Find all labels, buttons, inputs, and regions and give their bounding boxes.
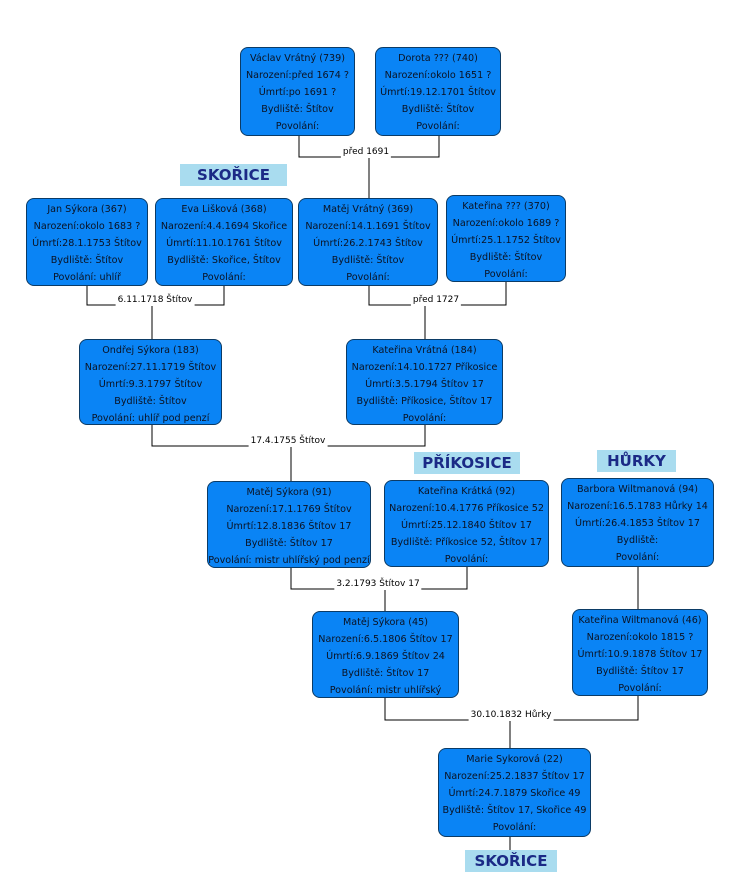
person-birth: Narození:10.4.1776 Příkosice 52 [389,503,544,514]
person-death: Úmrtí:25.12.1840 Štítov 17 [400,520,533,531]
person-birth: Narození:před 1674 ? [246,70,349,81]
person-box-eva-liskova[interactable]: Eva Lišková (368) Narození:4.4.1694 Skoř… [155,198,293,286]
person-name: Marie Sykorová (22) [466,754,563,765]
person-residence: Bydliště: Štítov [261,104,334,115]
person-box-marie-sykorova-22[interactable]: Marie Sykorová (22) Narození:25.2.1837 Š… [438,748,591,837]
person-death: Úmrtí:po 1691 ? [258,87,337,98]
person-occupation: Povolání: [615,552,660,563]
person-death: Úmrtí:24.7.1879 Skořice 49 [448,788,581,799]
person-box-dorota[interactable]: Dorota ??? (740) Narození:okolo 1651 ? Ú… [375,47,501,136]
person-occupation: Povolání: [346,272,390,283]
person-name: Kateřina ??? (370) [462,201,550,212]
person-box-matej-vratny-369[interactable]: Matěj Vrátný (369) Narození:14.1.1691 Št… [298,198,438,286]
person-box-matej-sykora-91[interactable]: Matěj Sýkora (91) Narození:17.1.1769 Ští… [207,481,371,568]
person-occupation: Povolání: uhlíř pod penzí [91,413,210,424]
place-label-prikosice: PŘÍKOSICE [414,452,520,474]
person-occupation: Povolání: [275,121,320,132]
person-residence: Bydliště: Štítov [401,104,475,115]
person-name: Matěj Sýkora (91) [246,487,332,498]
person-birth: Narození:16.5.1783 Hůrky 14 [567,501,708,512]
person-birth: Narození:okolo 1689 ? [452,218,560,229]
person-name: Kateřina Krátká (92) [417,486,516,497]
person-residence: Bydliště: Štítov 17, Skořice 49 [442,805,587,816]
place-label-hurky: HŮRKY [597,450,676,472]
person-box-jan-sykora[interactable]: Jan Sýkora (367) Narození:okolo 1683 ? Ú… [26,198,148,286]
person-death: Úmrtí:19.12.1701 Štítov [380,87,496,98]
person-box-katerina-vratna-184[interactable]: Kateřina Vrátná (184) Narození:14.10.172… [346,339,503,425]
person-name: Eva Lišková (368) [181,204,267,215]
person-box-katerina-370[interactable]: Kateřina ??? (370) Narození:okolo 1689 ?… [446,195,566,282]
person-box-katerina-kratka-92[interactable]: Kateřina Krátká (92) Narození:10.4.1776 … [384,480,549,567]
person-residence: Bydliště: Skořice, Štítov [167,255,281,266]
person-death: Úmrtí:26.2.1743 Štítov [313,238,423,249]
person-residence: Bydliště: Štítov [331,255,405,266]
person-name: Matěj Vrátný (369) [322,204,414,215]
person-birth: Narození:27.11.1719 Štítov [84,362,217,373]
person-death: Úmrtí:12.8.1836 Štítov 17 [226,521,352,532]
person-birth: Narození:okolo 1651 ? [384,70,492,81]
person-death: Úmrtí:9.3.1797 Štítov [98,379,203,390]
person-occupation: Povolání: [618,683,662,694]
marriage-label-m2: 6.11.1718 Štítov [115,295,195,306]
marriage-label-m4: 17.4.1755 Štítov [248,436,328,447]
person-name: Kateřina Wiltmanová (46) [578,615,702,626]
person-birth: Narození:14.10.1727 Příkosice [351,362,498,373]
person-residence: Bydliště: Štítov 17 [341,668,430,679]
person-occupation: Povolání: [484,269,528,280]
person-name: Ondřej Sýkora (183) [102,345,199,356]
person-name: Dorota ??? (740) [398,53,478,64]
person-residence: Bydliště: Štítov [50,255,124,266]
person-occupation: Povolání: [202,272,246,283]
person-birth: Narození:okolo 1683 ? [33,221,141,232]
marriage-label-m3: před 1727 [410,295,462,306]
place-label-skorice-bottom: SKOŘICE [465,850,557,872]
person-death: Úmrtí:28.1.1753 Štítov [32,238,142,249]
marriage-label-m5: 3.2.1793 Štítov 17 [334,579,422,590]
person-occupation: Povolání: uhlíř [53,272,121,283]
person-death: Úmrtí:6.9.1869 Štítov 24 [326,651,445,662]
person-birth: Narození:okolo 1815 ? [586,632,694,643]
marriage-label-m1: před 1691 [340,147,392,158]
person-occupation: Povolání: mistr uhlířský pod penzí [208,555,370,566]
person-occupation: Povolání: [416,121,460,132]
person-death: Úmrtí:10.9.1878 Štítov 17 [577,649,703,660]
person-box-ondrej-sykora[interactable]: Ondřej Sýkora (183) Narození:27.11.1719 … [79,339,222,425]
person-birth: Narození:6.5.1806 Štítov 17 [318,634,453,645]
person-residence: Bydliště: Příkosice, Štítov 17 [356,396,493,407]
person-birth: Narození:25.2.1837 Štítov 17 [444,771,585,782]
person-residence: Bydliště: Příkosice 52, Štítov 17 [390,537,543,548]
person-residence: Bydliště: Štítov 17 [245,538,333,549]
person-death: Úmrtí:11.10.1761 Štítov [166,238,282,249]
person-box-barbora-wiltmanova-94[interactable]: Barbora Wiltmanová (94) Narození:16.5.17… [561,478,714,567]
person-name: Matěj Sýkora (45) [343,617,428,628]
person-box-matej-sykora-45[interactable]: Matěj Sýkora (45) Narození:6.5.1806 Štít… [312,611,459,698]
person-residence: Bydliště: Štítov [114,396,187,407]
person-birth: Narození:17.1.1769 Štítov [226,504,352,515]
person-name: Václav Vrátný (739) [250,53,345,64]
person-death: Úmrtí:26.4.1853 Štítov 17 [575,518,700,529]
place-label-skorice-top: SKOŘICE [180,164,287,186]
person-death: Úmrtí:3.5.1794 Štítov 17 [365,379,484,390]
person-occupation: Povolání: [444,554,489,565]
person-residence: Bydliště: [616,535,659,546]
person-residence: Bydliště: Štítov [469,252,543,263]
person-name: Barbora Wiltmanová (94) [576,484,699,495]
person-birth: Narození:14.1.1691 Štítov [305,221,431,232]
person-residence: Bydliště: Štítov 17 [596,666,684,677]
person-box-vaclav-vratny[interactable]: Václav Vrátný (739) Narození:před 1674 ?… [240,47,355,136]
person-birth: Narození:4.4.1694 Skořice [160,221,288,232]
person-death: Úmrtí:25.1.1752 Štítov [451,235,561,246]
person-occupation: Povolání: mistr uhlířský [329,685,442,696]
person-occupation: Povolání: [492,822,537,833]
person-name: Jan Sýkora (367) [47,204,127,215]
person-box-katerina-wiltmanova-46[interactable]: Kateřina Wiltmanová (46) Narození:okolo … [572,609,708,696]
person-name: Kateřina Vrátná (184) [372,345,477,356]
person-occupation: Povolání: [402,413,447,424]
marriage-label-m6: 30.10.1832 Hůrky [468,710,554,721]
